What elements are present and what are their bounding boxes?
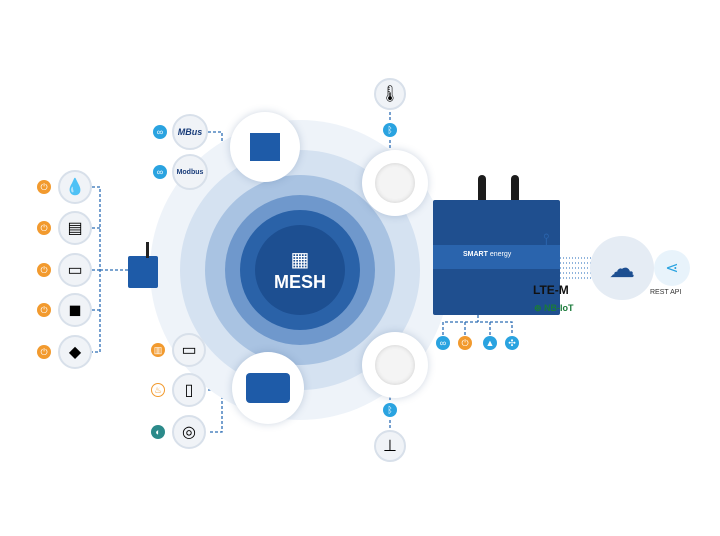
meter-water: 💧 bbox=[58, 170, 92, 204]
plug-icon: ⏻ bbox=[37, 221, 51, 235]
antenna bbox=[146, 242, 149, 258]
gateway-device: SMART energy bbox=[433, 200, 560, 315]
meter-gas: ▯ bbox=[172, 373, 206, 407]
sensor-bottom bbox=[362, 332, 428, 398]
mesh-node-top bbox=[230, 112, 300, 182]
heat-icon: ▥ bbox=[151, 343, 165, 357]
mesh-label: MESH bbox=[273, 272, 326, 292]
fan-icon: ✣ bbox=[505, 336, 519, 350]
meter-heat: ▭ bbox=[172, 333, 206, 367]
share-icon[interactable]: ⋖ bbox=[654, 250, 690, 286]
link-icon: ∞ bbox=[153, 165, 167, 179]
gateway-brand-2: energy bbox=[489, 251, 512, 258]
plug-icon: ⏻ bbox=[37, 345, 51, 359]
link-icon: ∞ bbox=[153, 125, 167, 139]
thermometer-icon: 🌡 bbox=[374, 78, 406, 110]
meter-water-dial: ◎ bbox=[172, 415, 206, 449]
lte-m-logo: LTE-M bbox=[533, 283, 569, 297]
bluetooth-icon: ᛒ bbox=[383, 123, 397, 137]
meter-electric: ▤ bbox=[58, 211, 92, 245]
valve-icon: ⊥ bbox=[374, 430, 406, 462]
mbus-badge: MBus bbox=[172, 114, 208, 150]
cell-tower-icon: ⟟ bbox=[543, 230, 550, 250]
plug-icon: ⏻ bbox=[37, 180, 51, 194]
mesh-core: ▦ MESH bbox=[255, 225, 345, 315]
meter-clamps: ◆ bbox=[58, 335, 92, 369]
link-icon: ∞ bbox=[436, 336, 450, 350]
mesh-node-left bbox=[128, 256, 158, 288]
mesh-node-bottom bbox=[232, 352, 304, 424]
nb-iot-logo: ⊕ NB-IoT bbox=[534, 303, 574, 313]
plug-icon: ⏻ bbox=[458, 336, 472, 350]
meter-small: ▭ bbox=[58, 253, 92, 287]
bluetooth-icon: ᛒ bbox=[383, 403, 397, 417]
cloud-icon: ☁ bbox=[590, 236, 654, 300]
building-icon: ▦ bbox=[290, 249, 310, 271]
flame-icon: ♨ bbox=[151, 383, 165, 397]
gateway-brand: SMART bbox=[463, 251, 488, 258]
sensor-top bbox=[362, 150, 428, 216]
meter-ct-clamp: ◼ bbox=[58, 293, 92, 327]
rest-api-label: REST API bbox=[650, 289, 682, 296]
temperature-icon: ▲ bbox=[483, 336, 497, 350]
modbus-badge: Modbus bbox=[172, 154, 208, 190]
plug-icon: ⏻ bbox=[37, 263, 51, 277]
meter-icon: ◐ bbox=[151, 425, 165, 439]
plug-icon: ⏻ bbox=[37, 303, 51, 317]
